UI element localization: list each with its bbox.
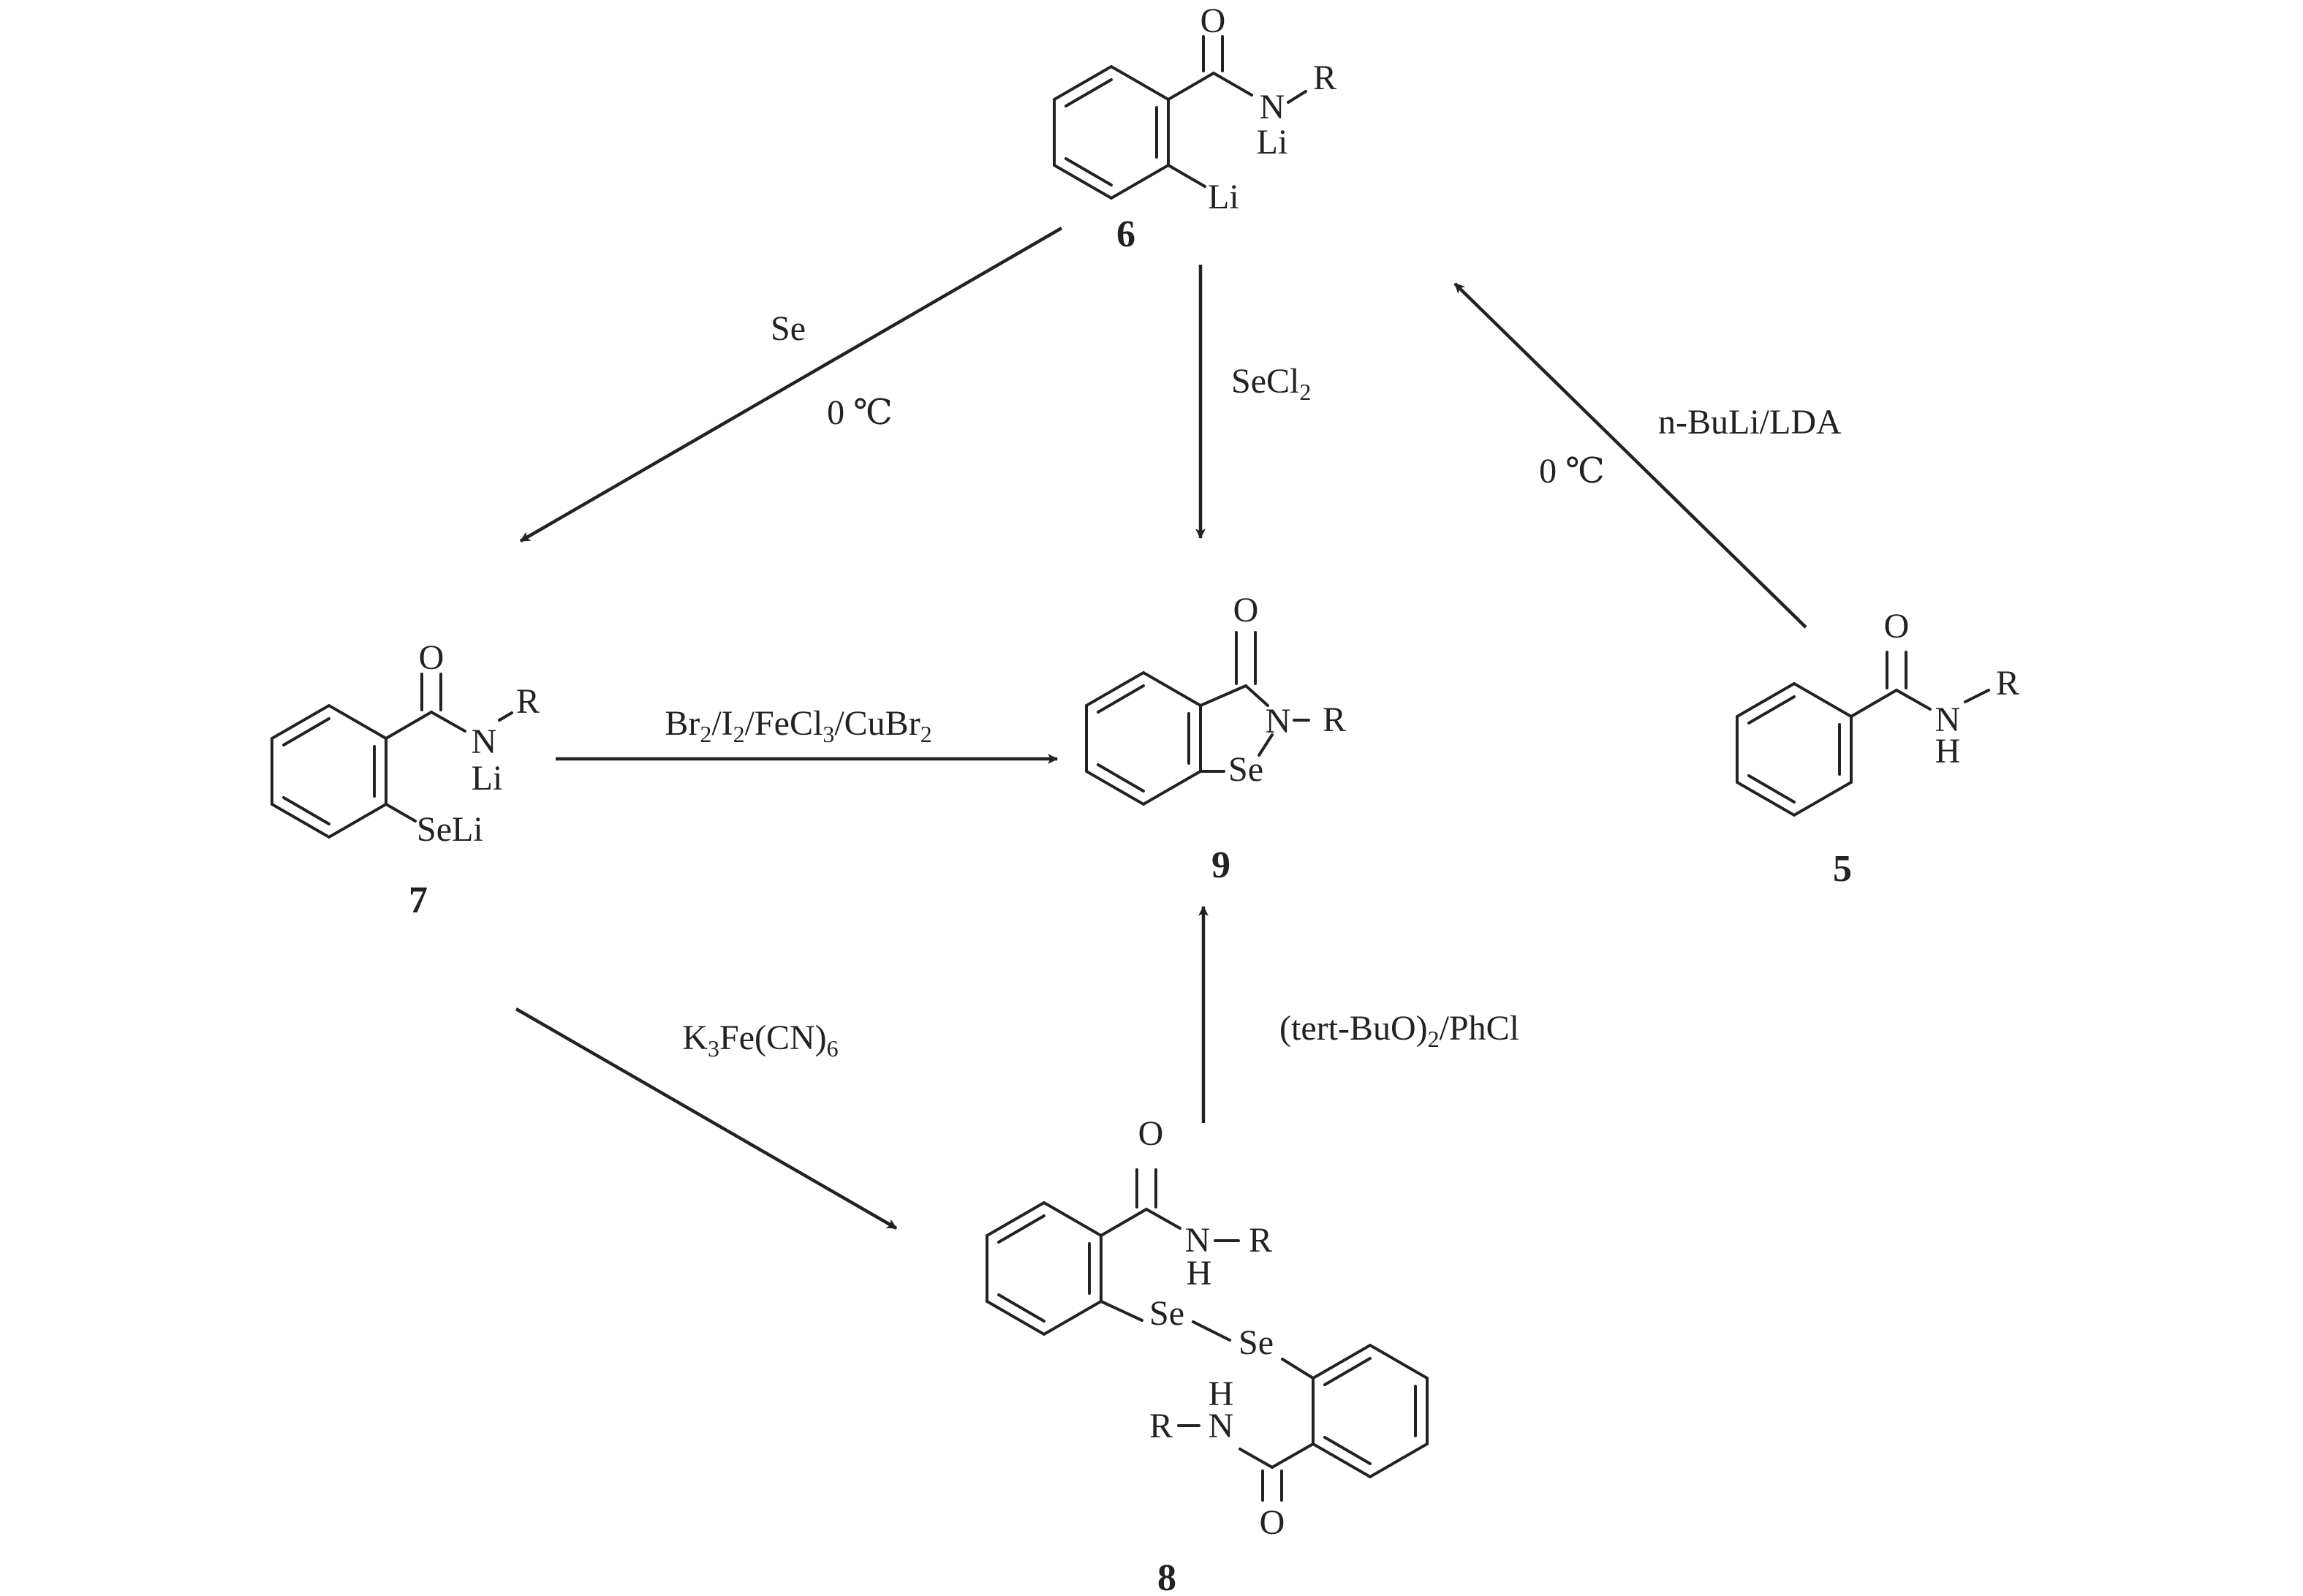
ring-double-bond (282, 717, 330, 746)
bond (430, 711, 466, 733)
atom-r-group: R (1323, 700, 1346, 739)
compound-label: 7 (409, 880, 428, 921)
atom-oxygen: O (1233, 591, 1259, 629)
bond (1271, 1442, 1315, 1469)
atom-nitrogen: N (1266, 702, 1291, 741)
bond (385, 711, 433, 740)
atom-oxygen: O (1138, 1114, 1164, 1153)
atom-r-group: R (1996, 664, 2019, 703)
compound-label: 5 (1833, 848, 1852, 890)
reagent-peroxide-phcl: (tert-BuO)2/PhCl (1279, 1009, 1519, 1052)
atom-hydrogen: H (1935, 732, 1961, 771)
bond (1258, 733, 1274, 757)
bond (1167, 164, 1206, 188)
compound-8: O N H R Se Se H N R O 8 (986, 1114, 1429, 1596)
bond (385, 803, 417, 822)
condition-temperature: 0 ℃ (827, 393, 893, 432)
arrow-5-to-6 (1453, 282, 1807, 629)
atom-nitrogen: N (472, 722, 497, 761)
condition-temperature: 0 ℃ (1539, 452, 1605, 491)
compound-label: 6 (1116, 213, 1135, 255)
atom-r-group: R (1249, 1221, 1272, 1260)
reagent-secl2: SeCl2 (1231, 362, 1311, 405)
arrow-7-to-8 (515, 1007, 898, 1230)
bond (1850, 689, 1898, 718)
atom-hydrogen: H (1209, 1374, 1234, 1413)
ring-double-bond (282, 796, 330, 825)
atom-selenium: Se (1149, 1294, 1184, 1333)
atom-oxygen: O (1200, 1, 1226, 40)
bond (1145, 1208, 1181, 1230)
ring-double-bond (1323, 1436, 1372, 1465)
bond (1244, 684, 1269, 707)
compound-label: 9 (1211, 844, 1230, 886)
ring-double-bond (1097, 684, 1145, 714)
atom-nitrogen: N (1260, 88, 1285, 126)
atom-lithium: Li (1208, 178, 1239, 216)
atom-r-group: R (1149, 1407, 1173, 1445)
se-se-bond (1192, 1320, 1231, 1342)
atom-r-group: R (1313, 58, 1336, 97)
benzene-ring (1312, 1343, 1429, 1479)
atom-nitrogen: N (1935, 700, 1961, 739)
ring-double-bond (997, 1293, 1045, 1323)
benzene-ring (1736, 681, 1853, 817)
atom-lithium: Li (1257, 123, 1288, 162)
compound-5: O N H R 5 (1736, 607, 2019, 890)
atom-selenium-lithium: SeLi (417, 810, 483, 849)
bond (1895, 689, 1932, 711)
atom-nitrogen: N (1209, 1407, 1234, 1445)
reagent-nbuli-lda: n-BuLi/LDA (1658, 403, 1842, 442)
bond (498, 711, 513, 722)
ring-double-bond (1064, 78, 1113, 107)
ring-double-bond (1097, 763, 1145, 793)
bond (1239, 1448, 1274, 1469)
bond (1100, 1300, 1143, 1322)
bond (1167, 72, 1215, 101)
reagent-oxidant-list: Br2/I2/FeCl3/CuBr2 (665, 704, 931, 747)
atom-lithium: Li (472, 759, 503, 798)
compound-6: O N R Li Li 6 (1053, 1, 1336, 255)
ring-double-bond (1747, 695, 1796, 725)
ring-double-bond (1747, 774, 1796, 803)
atom-oxygen: O (1260, 1503, 1285, 1542)
atom-oxygen: O (419, 638, 445, 677)
benzene-ring (1085, 670, 1202, 806)
atom-hydrogen: H (1187, 1254, 1212, 1293)
ring-double-bond (1323, 1357, 1372, 1386)
benzene-ring (271, 703, 387, 839)
atom-nitrogen: N (1185, 1221, 1211, 1260)
bond (1199, 684, 1247, 707)
atom-r-group: R (516, 682, 540, 721)
reagent-ferricyanide: K3Fe(CN)6 (682, 1018, 838, 1062)
bond (1964, 689, 1990, 703)
bond (1281, 1358, 1315, 1380)
atom-oxygen: O (1884, 607, 1910, 646)
compound-label: 8 (1157, 1557, 1176, 1596)
compound-7: O N R Li SeLi 7 (271, 638, 540, 921)
compound-9: O N R Se 9 (1085, 591, 1346, 886)
reagent-se: Se (771, 309, 806, 348)
ring-double-bond (1064, 157, 1113, 186)
ring-double-bond (997, 1214, 1045, 1244)
benzene-ring (986, 1200, 1103, 1336)
atom-selenium: Se (1239, 1323, 1274, 1362)
bond (1287, 90, 1307, 104)
bond (1100, 1208, 1148, 1237)
benzene-ring (1053, 64, 1170, 200)
atom-selenium: Se (1228, 750, 1263, 789)
bond (1212, 72, 1253, 97)
arrow-6-to-7 (519, 227, 1063, 542)
